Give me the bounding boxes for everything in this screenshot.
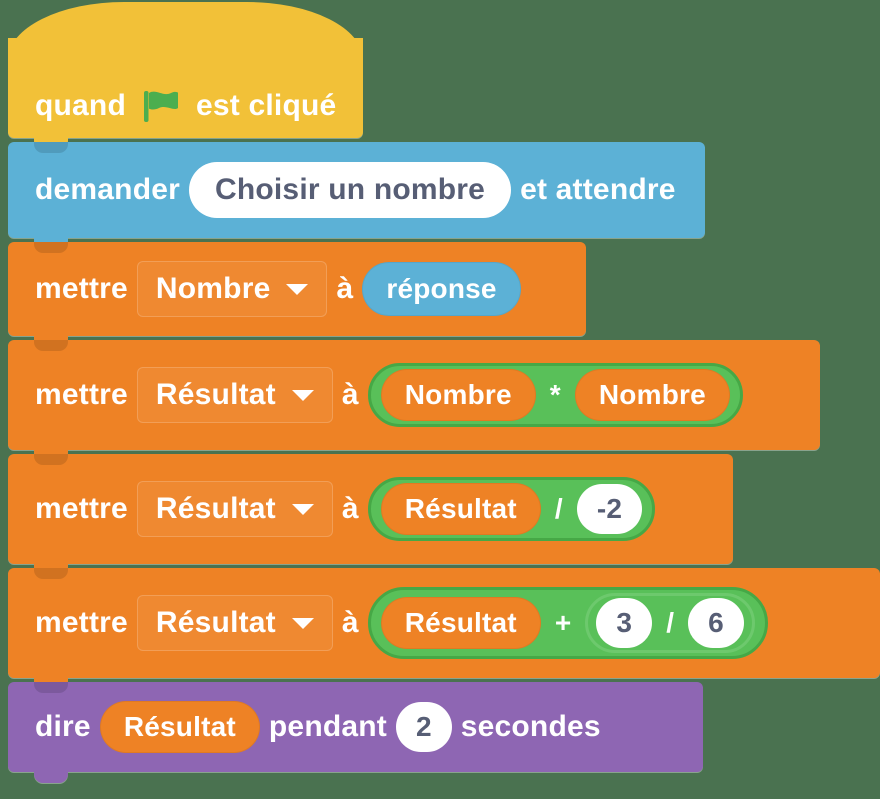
operator-symbol: + [554,607,572,638]
variable-dropdown-resultat[interactable]: Résultat [136,367,333,423]
say-label: dire [35,710,91,743]
variable-dropdown-label: Résultat [155,378,276,411]
set-label: mettre [35,492,128,525]
chevron-down-icon [286,283,309,295]
number-input-minus-two[interactable]: -2 [576,484,643,534]
operator-multiply[interactable]: Nombre * Nombre [367,363,743,427]
chevron-down-icon [291,389,314,401]
to-label: à [341,606,359,639]
clicked-label: est cliqué [196,89,337,122]
block-say-for-seconds[interactable]: dire Résultat pendant 2 secondes [8,682,703,783]
block-set-variable-resultat-add[interactable]: mettre Résultat à Résultat + 3 / 6 [8,568,880,689]
reporter-variable-nombre-right[interactable]: Nombre [574,369,730,421]
ask-label: demander [35,173,180,206]
to-label: à [341,378,359,411]
block-set-variable-resultat-divide[interactable]: mettre Résultat à Résultat / -2 [8,454,733,575]
reporter-variable-resultat[interactable]: Résultat [380,597,541,649]
variable-dropdown-resultat[interactable]: Résultat [136,595,333,651]
operator-symbol: * [549,379,561,410]
block-set-variable-nombre[interactable]: mettre Nombre à réponse [8,242,586,347]
reporter-variable-resultat-say[interactable]: Résultat [99,701,260,753]
number-input-three[interactable]: 3 [596,598,653,648]
green-flag-icon [141,88,181,124]
set-label: mettre [35,606,128,639]
number-input-six[interactable]: 6 [688,598,744,648]
block-when-green-flag-clicked[interactable]: quand est cliqué [8,2,363,149]
block-ask-and-wait[interactable]: demander Choisir un nombre et attendre [8,142,705,249]
operator-add[interactable]: Résultat + 3 / 6 [367,587,768,659]
number-input-duration[interactable]: 2 [395,702,452,752]
reporter-variable-nombre-left[interactable]: Nombre [380,369,536,421]
when-label: quand [35,89,126,122]
set-label: mettre [35,378,128,411]
and-wait-label: et attendre [520,173,676,206]
reporter-answer[interactable]: réponse [362,262,521,316]
variable-dropdown-label: Résultat [155,492,276,525]
variable-dropdown-nombre[interactable]: Nombre [136,261,328,317]
seconds-label: secondes [460,710,601,743]
block-set-variable-resultat-multiply[interactable]: mettre Résultat à Nombre * Nombre [8,340,820,461]
operator-divide-nested[interactable]: 3 / 6 [585,593,755,653]
ask-prompt-input[interactable]: Choisir un nombre [188,162,512,218]
to-label: à [341,492,359,525]
variable-dropdown-label: Nombre [155,272,271,305]
variable-dropdown-resultat[interactable]: Résultat [136,481,333,537]
chevron-down-icon [291,617,314,629]
reporter-variable-resultat[interactable]: Résultat [380,483,541,535]
to-label: à [336,272,354,305]
operator-divide[interactable]: Résultat / -2 [367,477,656,541]
operator-symbol: / [554,493,563,524]
variable-dropdown-label: Résultat [155,606,276,639]
hat-dome [8,2,363,60]
set-label: mettre [35,272,128,305]
for-label: pendant [268,710,387,743]
operator-symbol-nested: / [666,607,675,638]
chevron-down-icon [291,503,314,515]
